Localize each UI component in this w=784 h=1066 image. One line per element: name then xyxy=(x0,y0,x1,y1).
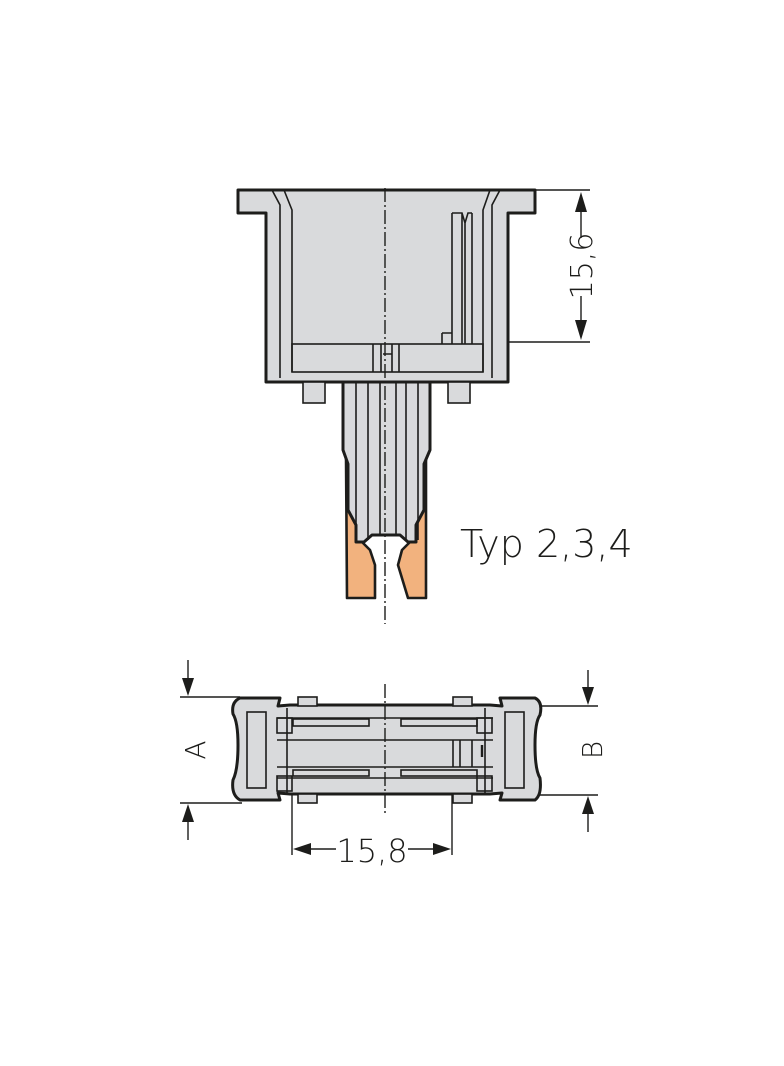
arrow-down-icon xyxy=(182,678,194,696)
top-housing-outline xyxy=(231,696,543,802)
height-dimension-label: 15,6 xyxy=(565,233,600,300)
width-dimension-label: 15,8 xyxy=(336,832,407,870)
arrow-right-icon xyxy=(433,843,451,855)
type-label: Typ 2,3,4 xyxy=(460,522,633,566)
dimension-label-a: A xyxy=(179,740,212,759)
arrow-down-icon xyxy=(582,687,594,705)
housing-outline xyxy=(236,188,537,384)
arrow-up-icon xyxy=(182,804,194,822)
arrow-up-icon xyxy=(582,796,594,814)
arrow-left-icon xyxy=(293,843,311,855)
top-view: A B 15,8 xyxy=(179,660,609,870)
side-view: 15,6 Typ 2,3,4 xyxy=(236,188,633,624)
dimension-label-b: B xyxy=(576,741,609,759)
arrow-up-icon xyxy=(575,192,587,212)
arrow-down-icon xyxy=(575,320,587,340)
